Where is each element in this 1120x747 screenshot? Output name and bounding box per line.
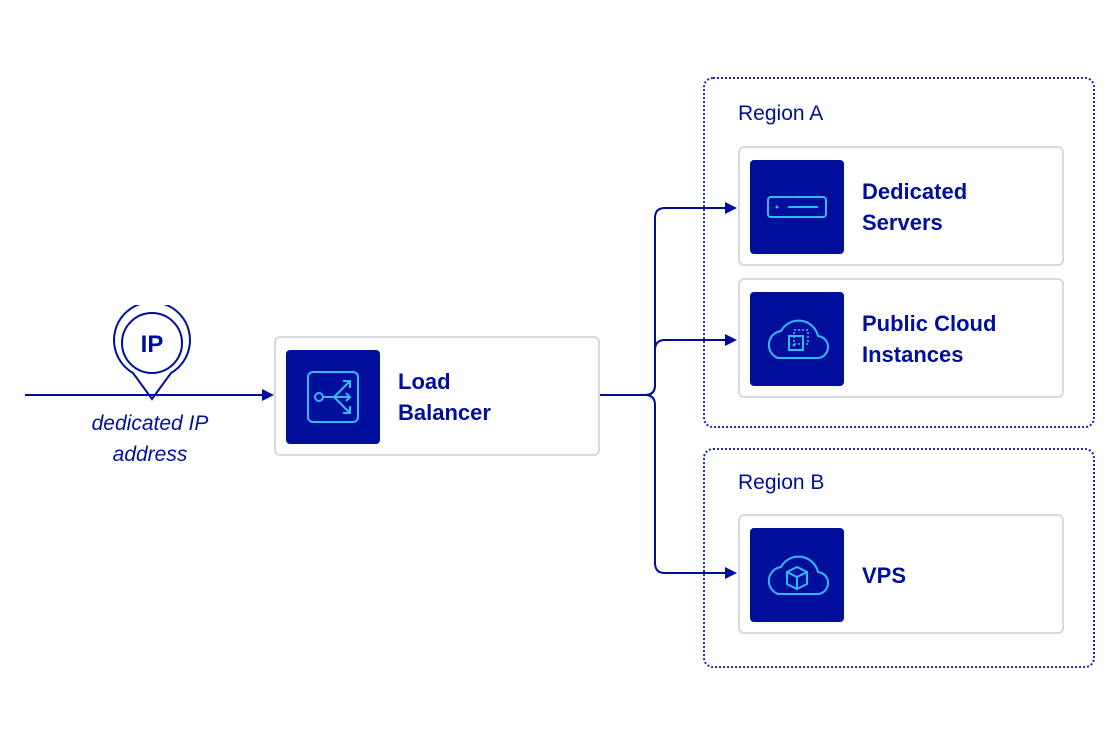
load-balancer-title-line1: Load bbox=[398, 369, 451, 394]
location-pin-icon: IP bbox=[113, 305, 191, 401]
dedicated-servers-card[interactable]: Dedicated Servers bbox=[738, 146, 1064, 266]
load-balancer-tile bbox=[286, 350, 380, 444]
server-icon bbox=[767, 196, 827, 218]
public-cloud-title-line2: Instances bbox=[862, 342, 964, 367]
ip-caption: dedicated IP address bbox=[60, 408, 240, 470]
dedicated-servers-title-line1: Dedicated bbox=[862, 179, 968, 204]
vps-connector bbox=[644, 394, 737, 579]
region-a-label: Region A bbox=[738, 102, 824, 125]
dedicated-servers-title: Dedicated Servers bbox=[862, 176, 967, 238]
region-b: Region B VPS bbox=[703, 448, 1095, 668]
region-b-label: Region B bbox=[738, 471, 825, 494]
dedicated-servers-tile bbox=[750, 160, 844, 254]
public-cloud-card[interactable]: Public Cloud Instances bbox=[738, 278, 1064, 398]
load-balancer-title: Load Balancer bbox=[398, 366, 491, 428]
ip-caption-line1: dedicated IP bbox=[91, 412, 209, 435]
region-a: Region A Dedicated Servers bbox=[703, 77, 1095, 428]
public-cloud-title: Public Cloud Instances bbox=[862, 308, 996, 370]
cloud-cube-icon bbox=[767, 555, 830, 596]
dedicated-servers-title-line2: Servers bbox=[862, 210, 943, 235]
vps-title: VPS bbox=[862, 560, 906, 591]
public-cloud-tile bbox=[750, 292, 844, 386]
load-balancer-card[interactable]: Load Balancer bbox=[274, 336, 600, 456]
ip-pin-label: IP bbox=[141, 331, 164, 358]
cloud-instance-icon bbox=[767, 319, 830, 360]
load-balancer-title-line2: Balancer bbox=[398, 400, 491, 425]
load-balancer-split-icon bbox=[307, 371, 359, 423]
vps-tile bbox=[750, 528, 844, 622]
vps-title-line1: VPS bbox=[862, 563, 907, 588]
ip-caption-line2: address bbox=[112, 443, 188, 466]
vps-card[interactable]: VPS bbox=[738, 514, 1064, 634]
public-cloud-title-line1: Public Cloud bbox=[862, 311, 997, 336]
public-cloud-connector bbox=[644, 334, 737, 396]
